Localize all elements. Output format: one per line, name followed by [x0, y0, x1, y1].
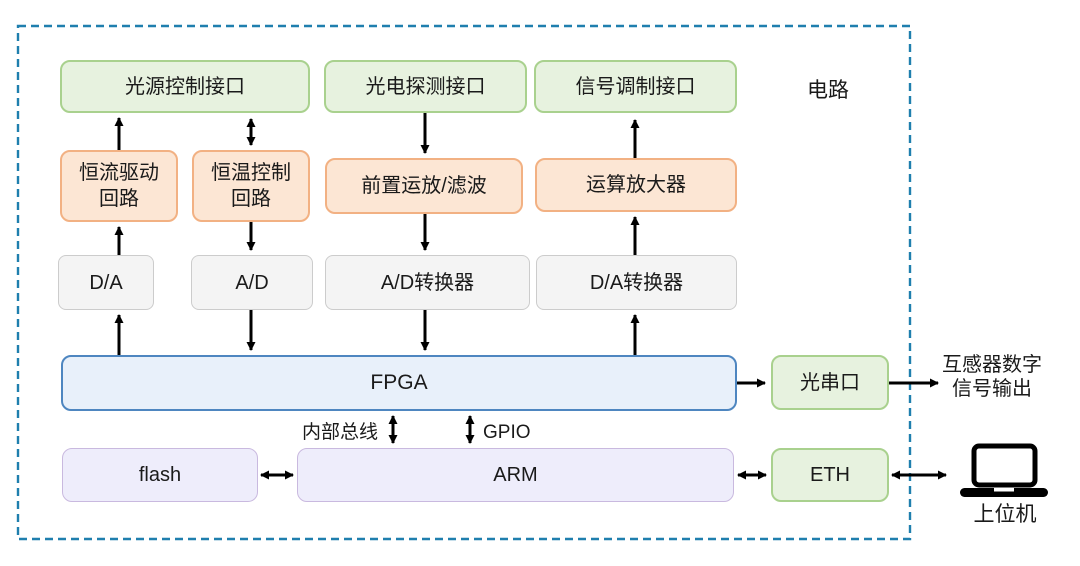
- node-ad: A/D: [191, 255, 313, 310]
- node-preamp-filter: 前置运放/滤波: [325, 158, 523, 214]
- node-label-line: 回路: [231, 188, 271, 210]
- node-eth: ETH: [771, 448, 889, 502]
- node-ad-converter: A/D转换器: [325, 255, 530, 310]
- dashed-boundary: [16, 24, 912, 541]
- node-signal-modulation-interface: 信号调制接口: [534, 60, 737, 113]
- digital-output-line1: 互感器数字: [942, 354, 1042, 376]
- node-label-line: 回路: [99, 188, 139, 210]
- node-fpga: FPGA: [61, 355, 737, 411]
- arrows: [114, 113, 947, 480]
- node-label-line: 恒流驱动: [79, 162, 159, 184]
- node-photodetect-interface: 光电探测接口: [324, 60, 527, 113]
- node-da-converter: D/A转换器: [536, 255, 737, 310]
- digital-output-line2: 信号输出: [952, 378, 1032, 400]
- digital-output-label: 互感器数字 信号输出: [925, 353, 1059, 401]
- node-optical-serial: 光串口: [771, 355, 889, 410]
- node-flash: flash: [62, 448, 258, 502]
- node-constant-current-drive: 恒流驱动 回路: [60, 150, 178, 222]
- gpio-label: GPIO: [483, 422, 531, 443]
- node-constant-temp-control: 恒温控制 回路: [192, 150, 310, 222]
- node-label-line: 恒温控制: [211, 162, 291, 184]
- node-arm: ARM: [297, 448, 734, 502]
- node-op-amp: 运算放大器: [535, 158, 737, 212]
- node-da: D/A: [58, 255, 154, 310]
- node-light-source-interface: 光源控制接口: [60, 60, 310, 113]
- circuit-label: 电路: [807, 79, 849, 102]
- laptop-icon: [960, 443, 1048, 497]
- internal-bus-label: 内部总线: [301, 422, 378, 443]
- host-computer-label: 上位机: [973, 503, 1037, 526]
